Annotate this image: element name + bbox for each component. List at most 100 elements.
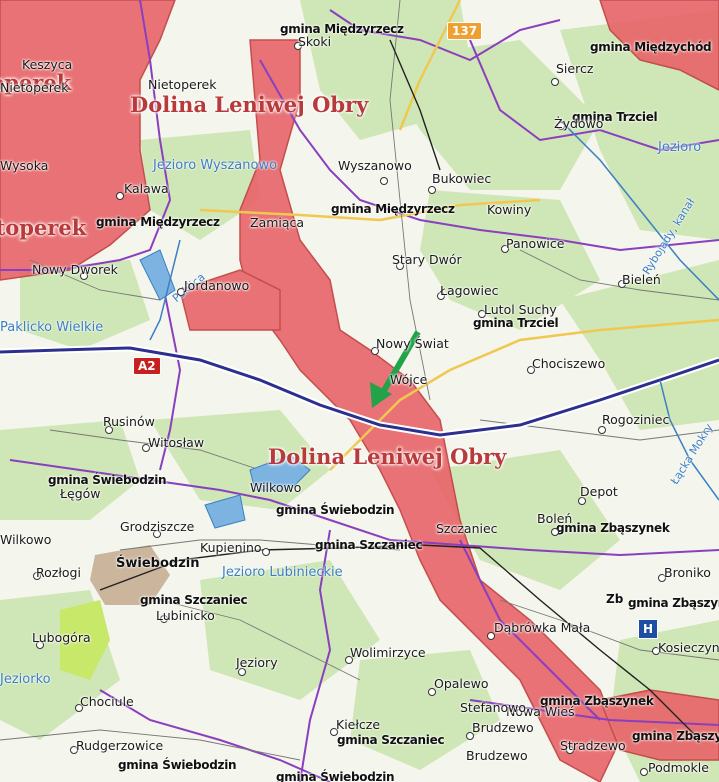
place-label: Wójce [390, 372, 428, 387]
lake-label: Jezioro Lubinieckie [222, 565, 343, 580]
map-pin-icon [501, 245, 509, 253]
place-label: Żydowo [554, 116, 604, 131]
gmina-label: gmina Zbąszynek [540, 694, 654, 708]
gmina-label: gmina Międzyrzecz [331, 202, 455, 216]
gmina-label: gmina Szczaniec [337, 733, 445, 747]
place-label: Brudzewo [472, 720, 534, 735]
place-label: Wolimirzyce [350, 645, 426, 660]
map-pin-icon [428, 186, 436, 194]
place-label: Lubinicko [156, 608, 215, 623]
place-label: Siercz [556, 61, 594, 76]
place-label: Keszyca [22, 57, 73, 72]
place-label: Witosław [148, 435, 205, 450]
gmina-label: gmina Zbąszyń [628, 596, 719, 610]
map-pin-icon [598, 426, 606, 434]
lake-label: Jezioro [658, 140, 702, 155]
map-pin-icon [566, 746, 574, 754]
map-pin-icon [557, 122, 565, 130]
gmina-label: gmina Świebodzin [276, 503, 395, 517]
map-pin-icon [551, 78, 559, 86]
map-pin-icon [466, 732, 474, 740]
gmina-label: gmina Międzychód [590, 40, 712, 54]
map-pin-icon [142, 444, 150, 452]
map-pin-icon [33, 572, 41, 580]
town-area [90, 545, 170, 605]
railway [99, 39, 701, 741]
place-label: Nowa Wieś [506, 704, 575, 719]
map-pin-icon [80, 272, 88, 280]
place-label: Opalewo [434, 676, 489, 691]
place-label: Chociszewo [532, 356, 606, 371]
map-pin-icon [116, 192, 124, 200]
railway-station-icon: H [638, 619, 658, 639]
place-label: Kupienino [200, 540, 262, 555]
place-label: Kowiny [487, 202, 532, 217]
gmina-label: gmina Zbąszyń [632, 729, 719, 743]
map-pin-icon [294, 42, 302, 50]
map-pin-icon [437, 292, 445, 300]
town-label: Świebodzin [116, 556, 200, 571]
map-pin-icon [75, 704, 83, 712]
reserve-label: Dolina Leniwej Obry [268, 444, 507, 469]
gmina-label: gmina Trzciel [473, 316, 559, 330]
gmina-label: gmina Świebodzin [48, 473, 167, 487]
map-pin-icon [380, 177, 388, 185]
map-pin-icon [652, 647, 660, 655]
map-pin-icon [527, 366, 535, 374]
map-pin-icon [551, 528, 559, 536]
place-label: Stradzewo [560, 738, 626, 753]
route-shield: 137 [447, 22, 483, 40]
map-pin-icon [428, 688, 436, 696]
gmina-label: gmina Międzyrzecz [280, 22, 404, 36]
gmina-label: gmina Świebodzin [118, 758, 237, 772]
place-label: Łagowiec [440, 283, 499, 298]
map-pin-icon [177, 288, 185, 296]
place-label: Szczaniec [436, 521, 498, 536]
place-label: Stary Dwór [392, 252, 462, 267]
map-pin-icon [160, 615, 168, 623]
map-pin-icon [640, 768, 648, 776]
place-label: Rogoziniec [602, 412, 670, 427]
place-label: Rudgerzowice [76, 738, 164, 753]
gmina-label: gmina Świebodzin [276, 770, 395, 782]
park-area [60, 600, 110, 680]
place-label: Jordanowo [184, 278, 250, 293]
map-pin-icon [371, 347, 379, 355]
place-label: Kosieczyn [658, 640, 719, 655]
place-label: Grodziszcze [120, 519, 195, 534]
place-label: Brudzewo [466, 748, 528, 763]
place-label: Broniko [664, 565, 711, 580]
place-label: Depot [580, 484, 618, 499]
place-label: Bukowiec [432, 171, 492, 186]
lake-label: Jeziorko [0, 672, 51, 687]
place-label: Wilkowo [0, 532, 52, 547]
map-pin-icon [487, 632, 495, 640]
gmina-label: gmina Trzciel [572, 110, 658, 124]
lake-label: Jezioro Wyszanowo [153, 158, 278, 173]
place-label: Podmokle [648, 760, 709, 775]
reserve-label: Nietoperek [0, 215, 87, 240]
place-label: Chociule [80, 694, 134, 709]
lake-label: Paklicko Wielkie [0, 320, 104, 335]
arrow-marker-icon [370, 330, 421, 408]
map-pin-icon [478, 310, 486, 318]
motorway-line [0, 346, 719, 437]
map-pin-icon [70, 746, 78, 754]
place-label: Rusinów [103, 414, 155, 429]
map-pin-icon [238, 668, 246, 676]
map-pin-icon [578, 497, 586, 505]
reserve-label: Nietoperek [0, 70, 72, 95]
place-label: Skoki [298, 34, 332, 49]
roads-minor [199, 0, 719, 471]
map-pin-icon [262, 548, 270, 556]
place-label: Nowy Świat [376, 336, 449, 351]
place-label: Dąbrówka Mała [494, 620, 591, 635]
place-label: Łęgów [60, 486, 101, 501]
gmina-label: gmina Zbąszynek [556, 521, 670, 535]
motorway-shield: A2 [133, 357, 161, 375]
place-label: Zb [606, 592, 624, 606]
place-label: Wilkowo [250, 480, 302, 495]
